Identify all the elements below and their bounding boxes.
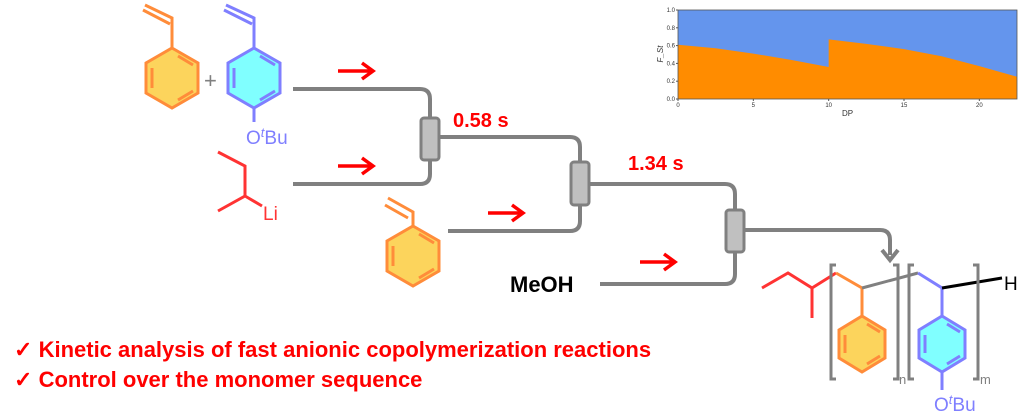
copolymer-structure xyxy=(761,263,1003,390)
mixer-1 xyxy=(419,116,441,162)
bullet-2: ✓ Control over the monomer sequence xyxy=(14,367,422,393)
flow-arrow-icon xyxy=(640,252,678,272)
y-tick-label: 0.4 xyxy=(667,61,676,67)
x-tick-label: 20 xyxy=(976,103,983,109)
bullet-1: ✓ Kinetic analysis of fast anionic copol… xyxy=(14,337,651,363)
mixer-3 xyxy=(724,208,746,254)
styrene-structure-2 xyxy=(384,196,441,288)
area-styrene xyxy=(678,39,1017,99)
li-label: Li xyxy=(263,204,278,225)
check-icon: ✓ xyxy=(14,367,33,392)
residence-time-1: 0.58 s xyxy=(453,110,509,132)
x-tick-label: 10 xyxy=(825,103,832,109)
check-icon: ✓ xyxy=(14,337,33,362)
y-tick-label: 0.2 xyxy=(667,79,676,85)
tubing xyxy=(293,87,892,286)
otbu-label: OtBu xyxy=(246,125,288,149)
outlet-arrow-icon xyxy=(880,248,900,264)
x-tick-label: 5 xyxy=(752,103,756,109)
product-otbu-label: OtBu xyxy=(934,392,976,416)
subscript-m: m xyxy=(980,372,991,387)
flow-arrow-icon xyxy=(338,61,376,81)
tbu-styrene-structure xyxy=(223,3,282,122)
y-tick-label: 0.6 xyxy=(667,44,676,50)
mixer-2 xyxy=(569,160,591,207)
sec-butyl-structure xyxy=(217,150,263,213)
y-axis-label: F_St xyxy=(656,45,665,63)
plot-frame xyxy=(677,9,1018,100)
y-tick-label: 0.8 xyxy=(667,26,676,32)
styrene-structure xyxy=(142,3,200,110)
subscript-n: n xyxy=(899,372,906,387)
flow-arrow-icon xyxy=(338,156,376,176)
composition-chart: 0 5 10 15 20 0.0 0.2 0.4 0.6 0.8 1.0DP xyxy=(667,8,1018,118)
y-tick-label: 0.0 xyxy=(667,97,676,103)
flow-arrow-icon xyxy=(488,203,526,223)
bullet-text: Kinetic analysis of fast anionic copolym… xyxy=(38,337,652,362)
x-tick-label: 15 xyxy=(901,103,908,109)
plus-sign: + xyxy=(204,68,217,93)
x-axis-label: DP xyxy=(842,109,853,118)
quench-label: MeOH xyxy=(510,272,574,297)
y-tick-label: 1.0 xyxy=(667,8,676,14)
end-group-h: H xyxy=(1004,274,1018,295)
bullet-text: Control over the monomer sequence xyxy=(38,367,423,392)
residence-time-2: 1.34 s xyxy=(628,153,684,175)
x-tick-label: 0 xyxy=(676,103,680,109)
